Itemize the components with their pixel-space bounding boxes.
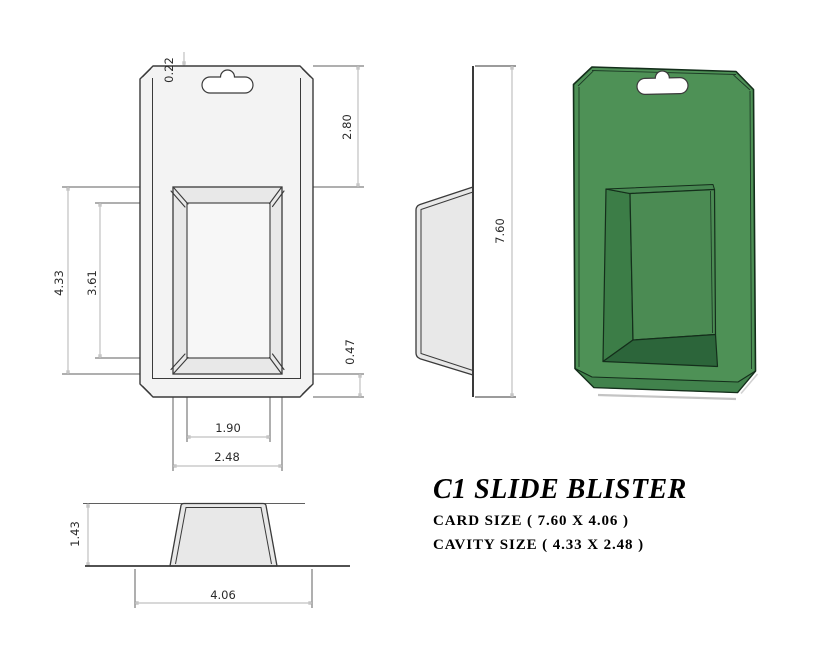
card-flange-inner-lines (152, 78, 301, 379)
drawing-title: C1 SLIDE BLISTER (433, 474, 687, 505)
dim-card-height-label: 7.60 (493, 218, 507, 244)
dim-cavity-inner-width-label: 1.90 (215, 421, 241, 435)
dim-hang-slot-offset-label: 0.22 (162, 57, 176, 83)
side-view: 7.60 (415, 65, 516, 398)
dimension-ticks (86, 504, 312, 605)
cavity-left-wall (602, 188, 634, 363)
cavity-right-edge-line (710, 190, 713, 334)
cavity-opening (629, 188, 717, 341)
dim-cavity-inner-height-label: 3.61 (85, 270, 99, 296)
dim-cavity-depth-label: 1.43 (68, 521, 82, 547)
dim-top-to-cavity-label: 2.80 (340, 114, 354, 140)
dim-cavity-outer-width-label: 2.48 (214, 450, 240, 464)
hang-slot (201, 69, 254, 94)
cavity-floor (602, 333, 719, 368)
cavity-corner-chamfers (170, 187, 285, 374)
cavity-profile (415, 186, 474, 376)
cavity-size-note: CAVITY SIZE ( 4.33 X 2.48 ) (433, 537, 644, 553)
cavity-profile-inner-lines (420, 191, 474, 371)
card-corner-chamfer-lines (142, 68, 311, 395)
bottom-view: 1.43 4.06 (68, 502, 350, 608)
blister-bottom-bevel (574, 367, 757, 394)
extension-lines (475, 65, 516, 398)
cavity-profile-inner-lines (175, 507, 272, 565)
title-block: C1 SLIDE BLISTER CARD SIZE ( 7.60 X 4.06… (433, 474, 687, 554)
dimension-lines (87, 503, 312, 604)
render-view (572, 66, 759, 401)
card-size-note: CARD SIZE ( 7.60 X 4.06 ) (433, 513, 629, 529)
cavity-profile (169, 502, 278, 567)
front-view: 0.22 2.80 4.33 3.61 0.47 1.90 2.48 (52, 52, 364, 471)
cavity-inner (186, 202, 271, 359)
dim-card-width-label: 4.06 (210, 588, 236, 602)
dim-cavity-to-bottom-label: 0.47 (343, 339, 357, 365)
drop-shadow (597, 393, 737, 401)
blister-cavity-render (602, 184, 719, 368)
dim-cavity-outer-height-label: 4.33 (52, 270, 66, 296)
drop-shadow-right (740, 373, 759, 395)
